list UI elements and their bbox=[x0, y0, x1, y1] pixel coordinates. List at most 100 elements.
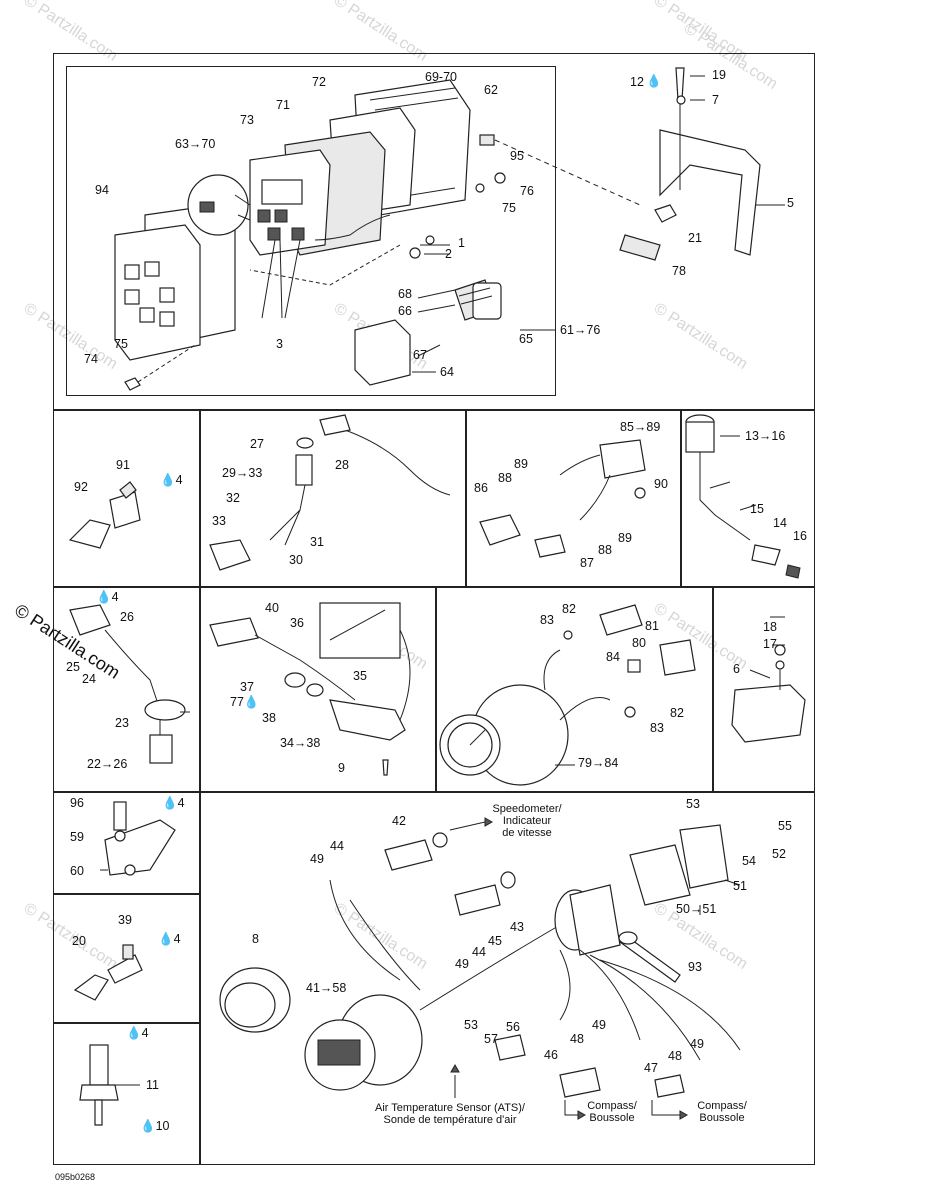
part-label-7: 7 bbox=[712, 93, 719, 107]
part-label-4: 💧4 bbox=[126, 1026, 149, 1040]
part-label-33: 33 bbox=[212, 514, 226, 528]
part-label-77: 77💧 bbox=[230, 695, 260, 709]
part-label-67: 67 bbox=[413, 348, 427, 362]
part-label-44: 44 bbox=[330, 839, 344, 853]
sensor-10-11 bbox=[79, 1044, 119, 1126]
part-label-88: 88 bbox=[598, 543, 612, 557]
part-label-52: 52 bbox=[772, 847, 786, 861]
part-label-9: 9 bbox=[338, 761, 345, 775]
part-label-38: 38 bbox=[262, 711, 276, 725]
part-label-4: 💧4 bbox=[96, 590, 119, 604]
diagram-code: 095b0268 bbox=[55, 1172, 96, 1182]
part-label-6: 6 bbox=[733, 662, 740, 676]
part-label-92: 92 bbox=[74, 480, 88, 494]
harness-27-33 bbox=[209, 414, 451, 571]
part-label-76: 76 bbox=[520, 184, 534, 198]
part-label-59: 59 bbox=[70, 830, 84, 844]
part-label-85-89: 85→89 bbox=[620, 420, 661, 434]
part-label-91: 91 bbox=[116, 458, 130, 472]
part-label-68: 68 bbox=[398, 287, 412, 301]
oil-drop-icon: 💧 bbox=[646, 74, 662, 88]
sender-22-26 bbox=[69, 604, 190, 764]
part-label-26: 26 bbox=[120, 610, 134, 624]
sensor-13-16 bbox=[685, 414, 801, 579]
panel-divider-v3 bbox=[680, 409, 682, 586]
part-label-60: 60 bbox=[70, 864, 84, 878]
part-label-37: 37 bbox=[240, 680, 254, 694]
part-label-53: 53 bbox=[686, 797, 700, 811]
part-label-42: 42 bbox=[392, 814, 406, 828]
part-label-54: 54 bbox=[742, 854, 756, 868]
part-label-75: 75 bbox=[502, 201, 516, 215]
part-label-66: 66 bbox=[398, 304, 412, 318]
panel-gauge-box-detail bbox=[66, 66, 556, 396]
part-label-93: 93 bbox=[688, 960, 702, 974]
part-label-4: 💧4 bbox=[160, 473, 183, 487]
part-label-30: 30 bbox=[289, 553, 303, 567]
part-label-83: 83 bbox=[650, 721, 664, 735]
part-label-28: 28 bbox=[335, 458, 349, 472]
part-label-16: 16 bbox=[793, 529, 807, 543]
part-label-48: 48 bbox=[570, 1032, 584, 1046]
part-label-61-76: 61→76 bbox=[560, 323, 601, 337]
part-label-51: 51 bbox=[733, 879, 747, 893]
main-wiring-harness bbox=[219, 817, 741, 1120]
part-label-2: 2 bbox=[445, 247, 452, 261]
part-label-25: 25 bbox=[66, 660, 80, 674]
part-label-31: 31 bbox=[310, 535, 324, 549]
part-label-50-51: 50→51 bbox=[676, 902, 717, 916]
part-label-69-70: 69-70 bbox=[425, 70, 457, 84]
part-label-64: 64 bbox=[440, 365, 454, 379]
part-label-94: 94 bbox=[95, 183, 109, 197]
part-label-78: 78 bbox=[672, 264, 686, 278]
part-label-87: 87 bbox=[580, 556, 594, 570]
part-label-18: 18 bbox=[763, 620, 777, 634]
part-label-44: 44 bbox=[472, 945, 486, 959]
part-label-3: 3 bbox=[276, 337, 283, 351]
part-label-53: 53 bbox=[464, 1018, 478, 1032]
part-label-49: 49 bbox=[690, 1037, 704, 1051]
part-label-95: 95 bbox=[510, 149, 524, 163]
part-label-29-33: 29→33 bbox=[222, 466, 263, 480]
part-label-19: 19 bbox=[712, 68, 726, 82]
part-label-56: 56 bbox=[506, 1020, 520, 1034]
panel-separator-row2 bbox=[53, 586, 815, 588]
bracket-59-60 bbox=[104, 801, 176, 876]
part-label-15: 15 bbox=[750, 502, 764, 516]
part-label-5: 5 bbox=[787, 196, 794, 210]
part-label-62: 62 bbox=[484, 83, 498, 97]
air-temperature-sensor-callout: Air Temperature Sensor (ATS)/ Sonde de t… bbox=[375, 1102, 525, 1126]
part-label-4: 💧4 bbox=[162, 796, 185, 810]
part-label-12: 12 bbox=[630, 75, 644, 89]
part-label-1: 1 bbox=[458, 236, 465, 250]
harness-85-89 bbox=[479, 439, 646, 558]
part-label-82: 82 bbox=[670, 706, 684, 720]
sensor-34-40 bbox=[209, 602, 411, 776]
part-label-17: 17 bbox=[763, 637, 777, 651]
part-label-88: 88 bbox=[498, 471, 512, 485]
panel-separator-row1 bbox=[53, 409, 815, 411]
part-label-39: 39 bbox=[118, 913, 132, 927]
part-label-73: 73 bbox=[240, 113, 254, 127]
panel-divider-v5 bbox=[712, 586, 714, 791]
relay-6 bbox=[731, 644, 806, 743]
gauge-79-84 bbox=[439, 604, 696, 786]
part-label-83: 83 bbox=[540, 613, 554, 627]
part-label-75: 75 bbox=[114, 337, 128, 351]
part-label-48: 48 bbox=[668, 1049, 682, 1063]
part-label-89: 89 bbox=[618, 531, 632, 545]
panel-separator-row3 bbox=[53, 791, 815, 793]
part-label-23: 23 bbox=[115, 716, 129, 730]
part-label-14: 14 bbox=[773, 516, 787, 530]
part-label-49: 49 bbox=[455, 957, 469, 971]
part-label-34-38: 34→38 bbox=[280, 736, 321, 750]
part-label-71: 71 bbox=[276, 98, 290, 112]
part-label-49: 49 bbox=[310, 852, 324, 866]
compass-callout: Compass/ Boussole bbox=[587, 1100, 637, 1124]
part-label-90: 90 bbox=[654, 477, 668, 491]
part-label-32: 32 bbox=[226, 491, 240, 505]
part-label-49: 49 bbox=[592, 1018, 606, 1032]
part-label-35: 35 bbox=[353, 669, 367, 683]
part-label-84: 84 bbox=[606, 650, 620, 664]
